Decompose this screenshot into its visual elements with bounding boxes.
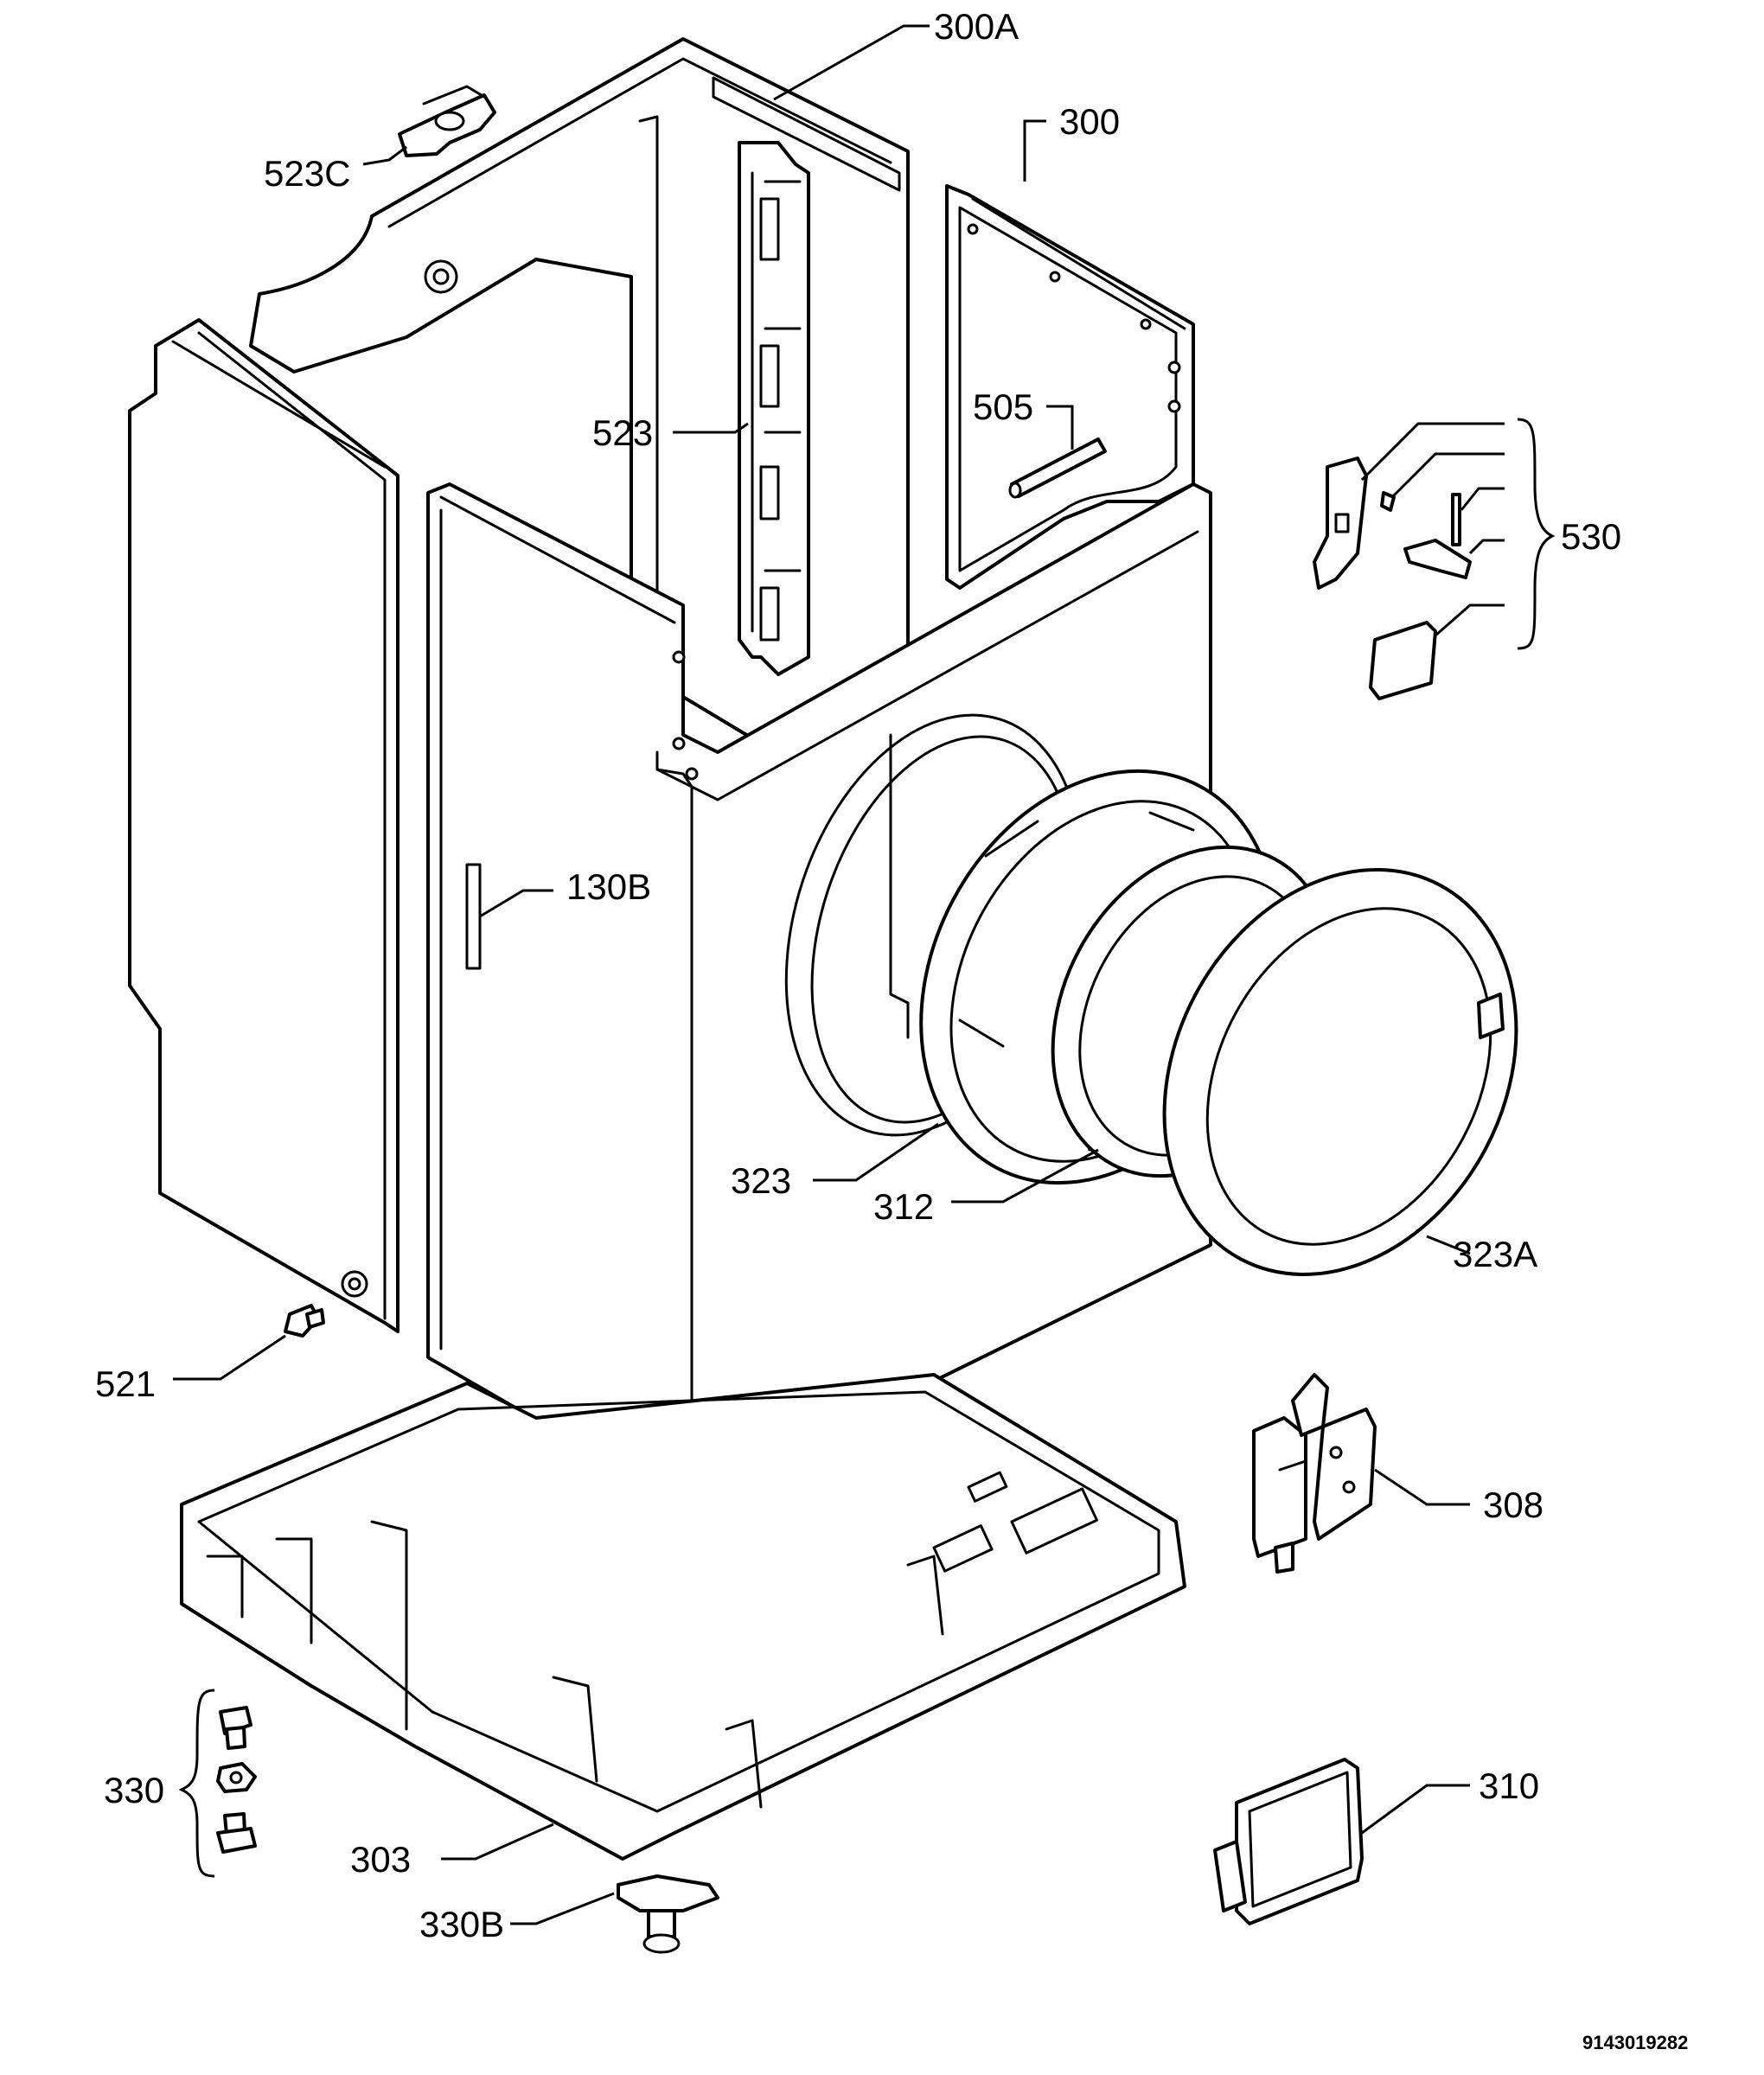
document-number: 9143019282 <box>1582 2032 1688 2053</box>
part-310-flap <box>1213 1758 1364 1925</box>
label-300a: 300A <box>934 6 1019 47</box>
label-303: 303 <box>350 1839 411 1880</box>
part-labels: 300A 300 523C 523 505 530 130B 323 312 3… <box>95 6 1688 2053</box>
part-300-side-frame <box>945 184 1195 590</box>
part-323a-door-ring <box>1162 868 1518 1276</box>
part-505-pin <box>1008 437 1107 499</box>
part-330-screw-kit <box>216 1706 257 1854</box>
label-323a: 323A <box>1453 1234 1537 1274</box>
label-523: 523 <box>592 412 653 453</box>
part-523-rail <box>738 141 810 676</box>
part-303-base-frame <box>180 1373 1186 1861</box>
part-308-hinge <box>1252 1373 1377 1574</box>
part-530-lock-parts <box>1313 456 1472 700</box>
label-521: 521 <box>95 1363 156 1404</box>
label-312: 312 <box>873 1186 934 1227</box>
leader-lines <box>173 24 1556 1925</box>
label-323: 323 <box>731 1160 791 1201</box>
label-300: 300 <box>1059 101 1120 142</box>
label-530: 530 <box>1561 516 1621 557</box>
label-310: 310 <box>1479 1765 1539 1806</box>
left-side-panel <box>128 318 399 1333</box>
part-523c-clip <box>398 85 496 157</box>
part-330b-foot <box>617 1874 719 1954</box>
label-308: 308 <box>1483 1484 1544 1525</box>
part-521-screw <box>284 1304 325 1338</box>
label-330: 330 <box>104 1770 164 1810</box>
label-523c: 523C <box>264 153 350 194</box>
label-330b: 330B <box>419 1904 504 1944</box>
label-130b: 130B <box>566 866 651 907</box>
label-505: 505 <box>973 386 1033 427</box>
